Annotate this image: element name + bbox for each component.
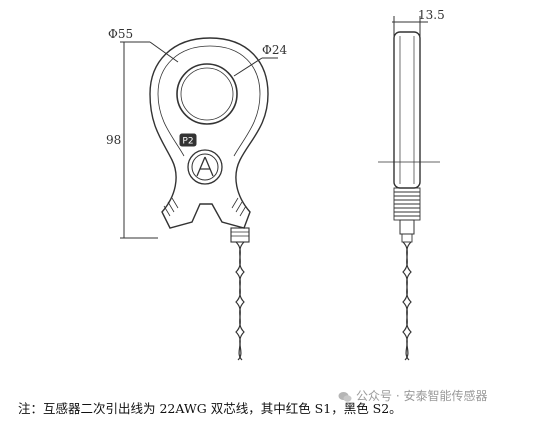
watermark: 公众号 · 安泰智能传感器 <box>338 387 487 404</box>
p2-badge-text: P2 <box>182 137 193 147</box>
p2-badge <box>179 133 197 147</box>
arrow-icon <box>196 156 214 177</box>
grip-ridges <box>393 187 421 221</box>
outer-diameter-leader <box>149 41 179 63</box>
front-view: Φ55 Φ24 98 P2 <box>106 27 287 361</box>
outer-diameter-label: Φ55 <box>108 27 133 41</box>
inner-opening <box>176 63 238 125</box>
height-label: 98 <box>106 133 121 147</box>
note-text: 注：互感器二次引出线为 22AWG 双芯线，其中红色 S1，黑色 S2。 <box>18 401 402 416</box>
arrow-button-outer <box>187 149 223 185</box>
inner-diameter-leader <box>233 57 263 77</box>
side-body <box>393 31 421 189</box>
clamp-body <box>149 37 269 229</box>
inner-diameter-label: Φ24 <box>262 43 287 57</box>
side-view: 13.5 <box>378 8 445 361</box>
watermark-text: 公众号 · 安泰智能传感器 <box>356 389 488 403</box>
ct-clamp-drawing: Φ55 Φ24 98 P2 <box>106 8 445 361</box>
strain-relief <box>230 227 250 243</box>
wechat-icon <box>338 391 352 402</box>
thickness-label: 13.5 <box>418 8 445 22</box>
